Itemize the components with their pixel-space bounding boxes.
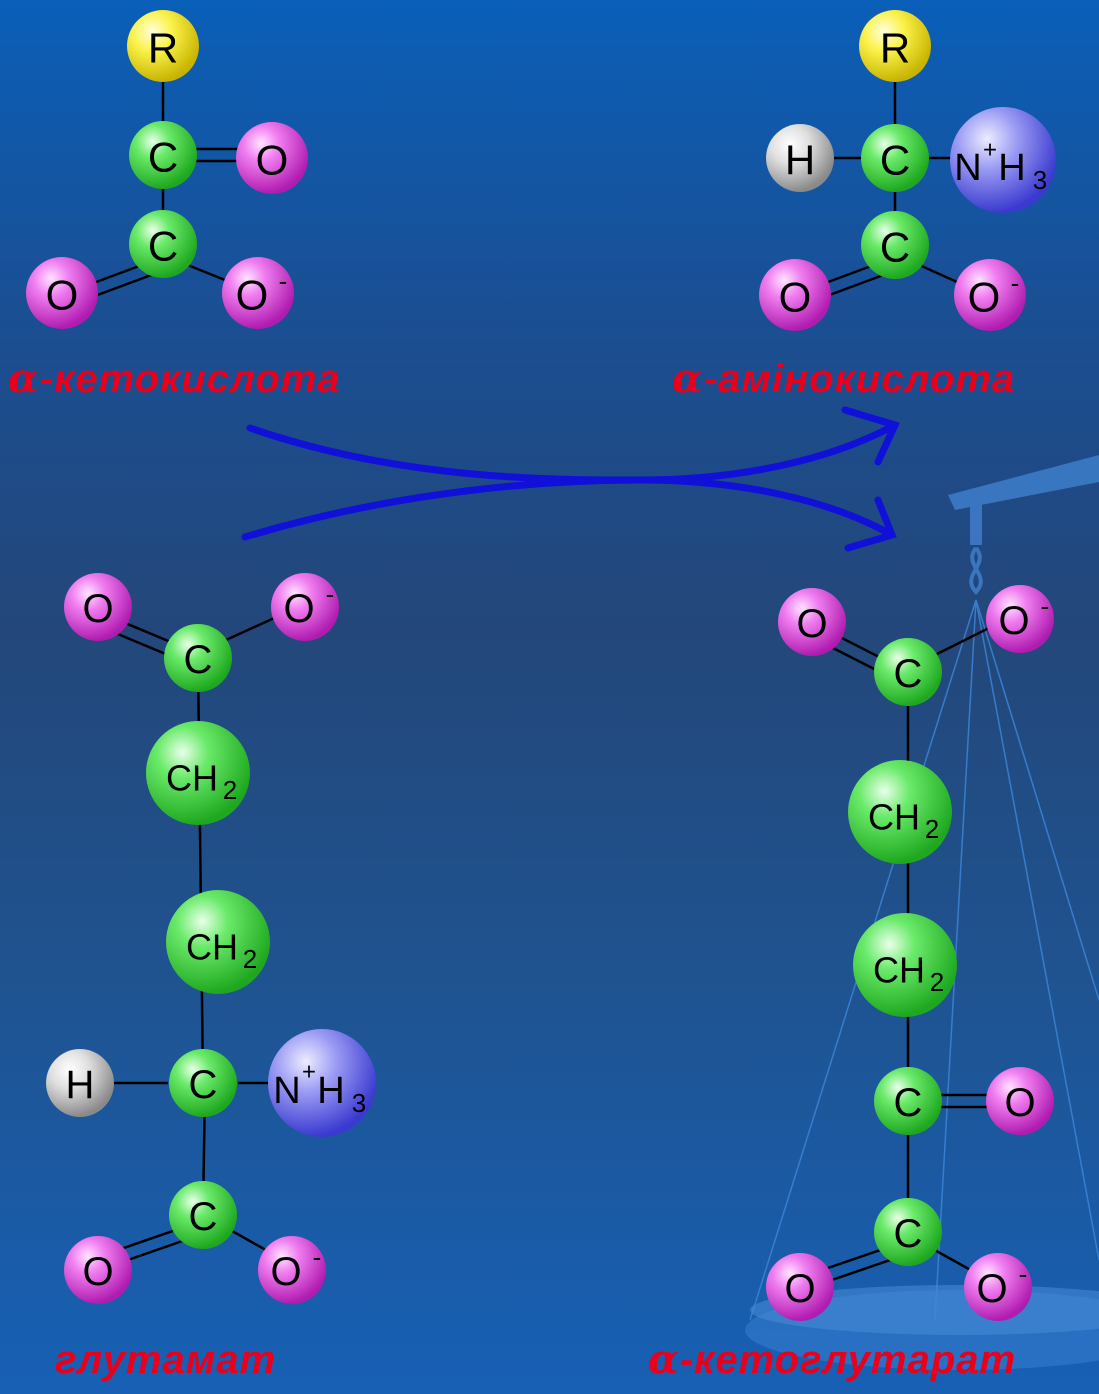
svg-text:+: + [302,1059,316,1086]
svg-text:O: O [968,274,1001,321]
svg-text:H: H [998,147,1025,189]
atom-r: R [127,10,199,82]
atom-c1: C [874,638,942,706]
atom-o3: O [64,1236,132,1304]
svg-text:H: H [785,137,815,184]
atom-o5-anion: O - [964,1253,1032,1321]
atom-c3: C [169,1181,237,1249]
atom-o1: O [778,588,846,656]
atom-ch2b: CH 2 [166,890,270,994]
molecule-ketoglutarate: O O - C CH 2 CH 2 C O C O O - α-кетоглут… [648,585,1054,1383]
svg-text:-: - [1041,591,1050,621]
atom-h: H [46,1049,114,1117]
svg-text:O: O [1004,1081,1035,1125]
svg-text:O: O [270,1250,301,1294]
svg-text:H: H [317,1070,344,1112]
atom-c3: C [874,1198,942,1266]
svg-text:O: O [256,137,289,184]
arrow-ketoacid-to-aminoacid [246,421,899,484]
svg-text:3: 3 [1033,165,1047,195]
svg-text:O: O [82,587,113,631]
label-glutamate: глутамат [55,1338,276,1382]
svg-text:C: C [148,134,178,181]
atom-c1: C [129,121,197,189]
label-aminoacid: α-амінокислота [672,355,1015,402]
atom-o4: O [766,1253,834,1321]
svg-text:2: 2 [930,967,944,997]
svg-text:2: 2 [223,775,237,805]
atom-c2: C [874,1067,942,1135]
svg-text:C: C [880,224,910,271]
svg-text:R: R [880,25,910,72]
svg-text:+: + [983,137,997,164]
svg-text:C: C [148,223,178,270]
molecule-aminoacid: R H C N + H 3 C O O - α-амінокислота [672,10,1056,402]
svg-text:N: N [273,1070,300,1112]
arrow-glutamate-to-ketoglutarate [241,476,896,541]
atom-ammonium: N + H 3 [950,107,1056,213]
svg-text:C: C [894,1212,923,1256]
svg-text:CH: CH [873,950,925,991]
atom-c1: C [861,124,929,192]
svg-text:H: H [66,1063,95,1107]
svg-text:-: - [1011,268,1020,298]
molecule-glutamate: O O - C CH 2 CH 2 H C N + H 3 C O O - гл… [46,573,376,1382]
svg-text:CH: CH [868,797,920,838]
atom-o3: O [986,1067,1054,1135]
svg-text:C: C [894,1081,923,1125]
atom-ammonium: N + H 3 [268,1029,376,1137]
svg-text:C: C [894,652,923,696]
atom-c2: C [169,1049,237,1117]
atom-h: H [766,124,834,192]
atom-ch2b: CH 2 [853,913,957,1017]
svg-text:-: - [313,1242,322,1272]
atom-c1: C [164,624,232,692]
atom-o2-anion: O - [271,573,339,641]
svg-text:C: C [189,1063,218,1107]
svg-text:CH: CH [166,758,218,799]
svg-text:CH: CH [186,927,238,968]
atom-o2: O [26,257,98,329]
svg-text:3: 3 [352,1088,366,1118]
label-ketoacid: α-кетокислота [8,355,341,402]
svg-text:O: O [998,599,1029,643]
atom-c2: C [129,210,197,278]
svg-text:R: R [148,25,178,72]
molecule-ketoacid: R C O C O O - α-кетокислота [8,10,341,402]
reaction-arrows [241,406,900,552]
svg-text:2: 2 [243,944,257,974]
svg-text:C: C [189,1195,218,1239]
svg-text:O: O [283,587,314,631]
atom-ch2a: CH 2 [146,721,250,825]
arrow-glutamate-head-icon [844,496,897,552]
svg-text:-: - [279,266,288,296]
svg-text:2: 2 [925,814,939,844]
atom-ch2a: CH 2 [848,760,952,864]
atom-o1: O [236,122,308,194]
atom-o2-anion: O - [986,585,1054,653]
svg-text:C: C [184,638,213,682]
atom-o1: O [759,259,831,331]
label-ketoglutarate: α-кетоглутарат [648,1336,1016,1383]
svg-text:-: - [326,579,335,609]
svg-text:O: O [779,274,812,321]
svg-text:C: C [880,137,910,184]
svg-text:O: O [976,1267,1007,1311]
svg-text:O: O [784,1267,815,1311]
svg-text:O: O [236,272,269,319]
arrow-ketoacid-head-icon [841,406,900,466]
atom-c2: C [861,211,929,279]
svg-text:O: O [796,602,827,646]
atom-o3-anion: O - [222,257,294,329]
atom-o1: O [64,573,132,641]
svg-text:O: O [82,1250,113,1294]
atom-o4-anion: O - [258,1236,326,1304]
atom-r: R [859,10,931,82]
svg-text:N: N [954,147,981,189]
svg-text:-: - [1019,1259,1028,1289]
atom-o2-anion: O - [954,259,1026,331]
svg-text:O: O [46,272,79,319]
